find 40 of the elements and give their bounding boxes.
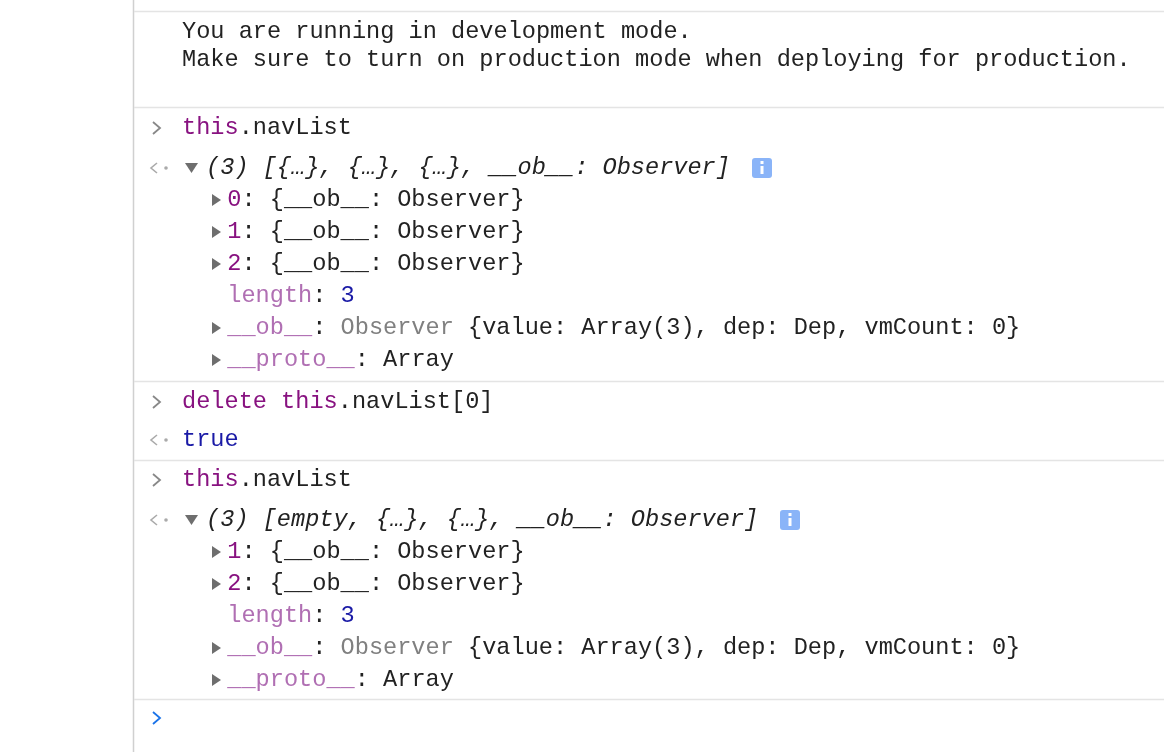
array-index: 1 xyxy=(227,538,242,566)
array-preview: (3) [empty, {…}, {…}, __ob__: Observer] xyxy=(206,506,759,534)
property-value: {value: Array(3), dep: Dep, vmCount: 0} xyxy=(468,314,1021,342)
array-index: 1 xyxy=(227,218,242,246)
class-name: Observer xyxy=(340,634,454,662)
property-name: __ob__ xyxy=(227,634,313,662)
result-value: true xyxy=(182,426,239,454)
property-name: __proto__ xyxy=(227,346,355,374)
code-keyword: this xyxy=(182,114,239,142)
code-text: .navList xyxy=(238,466,352,494)
property-value: : {__ob__: Observer} xyxy=(241,218,525,246)
property-value: : Array xyxy=(354,666,454,694)
property-value: : {__ob__: Observer} xyxy=(241,570,525,598)
number-value: 3 xyxy=(340,282,355,310)
class-name: Observer xyxy=(340,314,454,342)
colon: : xyxy=(312,314,327,342)
property-value: : {__ob__: Observer} xyxy=(241,250,525,278)
property-name: length xyxy=(227,602,313,630)
code-keyword: this xyxy=(182,466,239,494)
array-preview: (3) [{…}, {…}, {…}, __ob__: Observer] xyxy=(206,154,730,182)
property-value: : {__ob__: Observer} xyxy=(241,538,525,566)
code-text: .navList xyxy=(238,114,352,142)
property-name: __proto__ xyxy=(227,666,355,694)
console-message: Make sure to turn on production mode when deploying for production. xyxy=(182,46,1131,74)
code-keyword: delete xyxy=(182,388,267,416)
property-value: {value: Array(3), dep: Dep, vmCount: 0} xyxy=(468,634,1021,662)
number-value: 3 xyxy=(340,602,355,630)
colon: : xyxy=(312,602,327,630)
colon: : xyxy=(312,634,327,662)
property-value: : {__ob__: Observer} xyxy=(241,186,525,214)
property-value: : Array xyxy=(354,346,454,374)
property-name: __ob__ xyxy=(227,314,313,342)
array-index: 2 xyxy=(227,570,242,598)
colon: : xyxy=(312,282,327,310)
array-index: 2 xyxy=(227,250,242,278)
property-name: length xyxy=(227,282,313,310)
console-message: You are running in development mode. xyxy=(182,18,692,46)
code-text: .navList[0] xyxy=(337,388,494,416)
array-index: 0 xyxy=(227,186,242,214)
code-keyword: this xyxy=(281,388,338,416)
